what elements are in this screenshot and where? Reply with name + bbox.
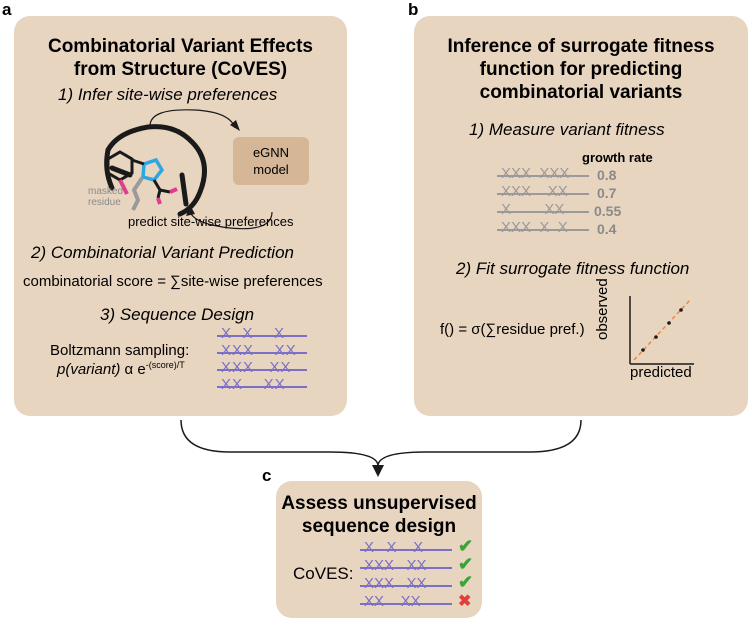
assessed-sequence-text: X X X [364, 539, 424, 556]
assessed-sequence-text: XX XX [364, 593, 421, 610]
cross-icon: ✖ [458, 593, 472, 610]
formula-alpha: α e [120, 361, 146, 378]
model-label-line2: model [253, 162, 289, 177]
growth-rate-value: 0.8 [597, 167, 617, 183]
sequence-row: X X X [217, 325, 307, 343]
variant-sequence: XXX XX [501, 183, 568, 200]
variant-row: X XX 0.55 [497, 201, 621, 219]
sequence-text: XXX XX [221, 359, 292, 376]
variant-row: XXX X X 0.4 [497, 219, 616, 237]
sequence-text: X X X [221, 325, 286, 342]
panel-b-step1: 1) Measure variant fitness [469, 120, 665, 139]
panel-a-step3: 3) Sequence Design [100, 305, 255, 324]
assessed-sequence-text: XXX XX [364, 557, 427, 574]
panel-a-title-line1: Combinatorial Variant Effects [47, 36, 313, 57]
boltzmann-formula: p(variant) α e-(score)/T [57, 360, 185, 378]
panel-b-step2: 2) Fit surrogate fitness function [456, 259, 690, 278]
plot-point [641, 348, 645, 352]
panel-c-title-line2: sequence design [301, 516, 457, 537]
coves-label: CoVES: [293, 564, 354, 583]
sequence-row: XX XX [217, 376, 307, 394]
panel-b-title-line3: combinatorial variants [479, 82, 683, 103]
plot-point [654, 335, 658, 339]
plot-x-label: predicted [630, 364, 692, 381]
model-label-line1: eGNN [252, 145, 290, 160]
arrow-head-icon [372, 465, 384, 477]
panel-b-title: Inference of surrogate fitness function … [414, 35, 748, 104]
variant-row: XXX XX 0.7 [497, 183, 616, 201]
growth-rate-header: growth rate [582, 150, 653, 165]
sequence-row: XXX XX [217, 359, 307, 377]
boltzmann-label: Boltzmann sampling: [50, 342, 190, 359]
assessed-sequence-row: XXX XX ✔ [360, 554, 473, 575]
masked-residue-label: masked residue [88, 186, 123, 208]
variant-sequence: XXX X X [501, 219, 568, 236]
plot-point [667, 321, 671, 325]
formula-exponent: -(score)/T [145, 360, 185, 370]
panel-c-title: Assess unsupervised sequence design [276, 492, 482, 538]
panel-a-step2: 2) Combinatorial Variant Prediction [31, 243, 294, 262]
variant-sequence: XXX XXX [501, 165, 570, 182]
panel-b-title-line1: Inference of surrogate fitness [447, 36, 715, 57]
panel-a-title: Combinatorial Variant Effects from Struc… [14, 35, 347, 81]
predict-preferences-label: predict site-wise preferences [128, 214, 294, 229]
formula-prefix: p(variant) [57, 361, 121, 378]
growth-rate-value: 0.55 [594, 203, 622, 219]
variant-row: XXX XXX 0.8 [497, 165, 616, 183]
growth-rate-value: 0.7 [597, 185, 617, 201]
growth-rate-value: 0.4 [597, 221, 617, 237]
panel-label-c: c [262, 466, 272, 485]
check-icon: ✔ [458, 572, 474, 592]
panel-a-step1: 1) Infer site-wise preferences [58, 85, 278, 104]
variant-sequence: X XX [501, 201, 565, 218]
panel-label-a: a [2, 0, 12, 19]
masked-residue-line1: masked [88, 186, 124, 197]
assessed-sequence-text: XXX XX [364, 575, 427, 592]
panel-a-title-line2: from Structure (CoVES) [73, 59, 288, 80]
sequence-row: XXX XX [217, 342, 307, 360]
egnn-model-box: eGNN model [233, 137, 309, 185]
panel-b [414, 16, 748, 416]
check-icon: ✔ [458, 554, 474, 574]
check-icon: ✔ [458, 536, 474, 556]
plot-point [679, 308, 683, 312]
sequence-text: XX XX [221, 376, 286, 393]
masked-residue-line2: residue [88, 197, 121, 208]
combinatorial-score-formula: combinatorial score = ∑site-wise prefere… [23, 273, 323, 290]
surrogate-function-formula: f() = σ(∑residue pref.) [440, 321, 585, 338]
panel-c-title-line1: Assess unsupervised [281, 493, 477, 514]
assessed-sequence-row: XX XX ✖ [360, 593, 471, 611]
assessed-sequence-row: X X X ✔ [360, 536, 473, 557]
assessed-sequence-row: XXX XX ✔ [360, 572, 473, 593]
panel-b-title-line2: function for predicting [479, 59, 683, 80]
sequence-text: XXX XX [221, 342, 297, 359]
panel-label-b: b [408, 0, 419, 19]
